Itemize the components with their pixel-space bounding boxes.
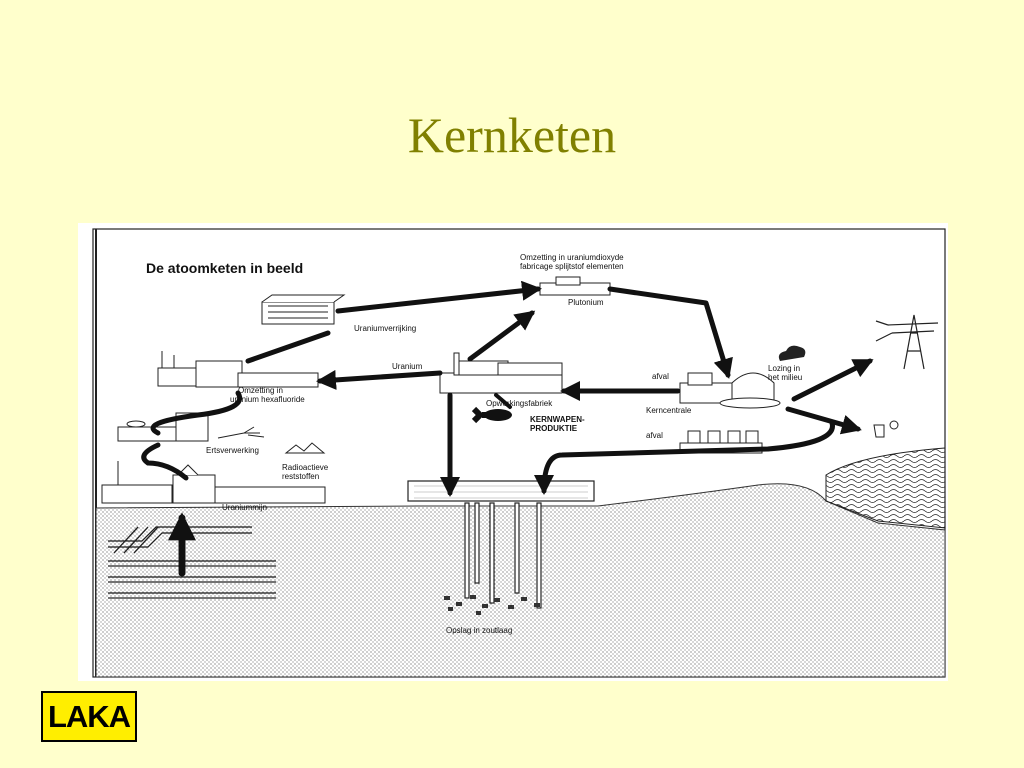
waste-drums <box>444 595 540 615</box>
enrichment-plant <box>261 294 346 325</box>
nuclear-plant <box>679 372 781 409</box>
mine-shafts <box>108 526 276 599</box>
uranium-mine-building <box>101 461 326 504</box>
tap <box>873 420 899 438</box>
label-kernwapen-2: PRODUKTIE <box>530 424 578 433</box>
label-lozing-2: het milieu <box>768 373 802 382</box>
label-radioactieve-1: Radioactieve <box>282 463 329 472</box>
arrow-hexa-to-verrijking <box>245 330 331 364</box>
fuel-fabrication-plant <box>539 276 611 296</box>
label-omzetting-dioxyde-2: fabricage splijtstof elementen <box>520 262 624 271</box>
label-uraniummijn: Uraniummijn <box>222 503 267 512</box>
label-lozing-1: Lozing in <box>768 364 800 373</box>
arrow-verrijking-to-fabricage <box>335 280 542 314</box>
arrow-fabricage-to-kerncentrale <box>607 286 733 379</box>
label-plutonium: Plutonium <box>568 298 604 307</box>
hexafluoride-plant <box>157 351 319 388</box>
label-afval-1: afval <box>652 372 669 381</box>
label-omzetting-hexa-1: Omzetting in <box>238 386 283 395</box>
label-kernwapen-1: KERNWAPEN- <box>530 415 585 424</box>
arrow-afval-to-storage <box>544 420 835 491</box>
arrow-kerncentrale-to-lozing <box>791 358 874 402</box>
laka-logo-text: LAKA <box>47 698 131 734</box>
radioactive-waste-pile <box>284 442 326 454</box>
label-radioactieve-2: reststoffen <box>282 472 319 481</box>
label-afval-2: afval <box>646 431 663 440</box>
ground-layer <box>95 483 946 678</box>
ore-processing-building <box>117 412 265 442</box>
arrow-ertsverwerking-to-hexa <box>150 390 243 436</box>
label-kerncentrale: Kerncentrale <box>646 406 692 415</box>
sea <box>825 447 946 529</box>
label-uraniumverrijking: Uraniumverrijking <box>354 324 416 333</box>
nuclear-chain-diagram: De atoomketen in beeld Omzetting in uran… <box>78 223 948 681</box>
arrow-mine-to-ertsverwerking <box>141 442 189 481</box>
slide-title: Kernketen <box>407 107 617 163</box>
reprocessing-plant <box>439 352 563 394</box>
smoke-plume <box>778 345 806 361</box>
arrow-reprocessing-to-plutonium <box>467 310 536 362</box>
label-opslag: Opslag in zoutlaag <box>446 626 512 635</box>
label-ertsverwerking: Ertsverwerking <box>206 446 259 455</box>
diagram-heading: De atoomketen in beeld <box>146 260 303 276</box>
electricity-pylon <box>875 314 939 370</box>
laka-logo: LAKA <box>41 691 137 742</box>
arrow-reprocessing-to-hexa <box>316 369 443 390</box>
arrow-kerncentrale-to-tap <box>785 406 862 435</box>
label-uranium: Uranium <box>392 362 423 371</box>
label-opwerkingsfabriek: Opwerkingsfabriek <box>486 399 553 408</box>
arrow-kernwapen <box>494 393 512 409</box>
label-omzetting-dioxyde-1: Omzetting in uraniumdioxyde <box>520 253 624 262</box>
label-omzetting-hexa-2: uranium hexafluoride <box>230 395 305 404</box>
